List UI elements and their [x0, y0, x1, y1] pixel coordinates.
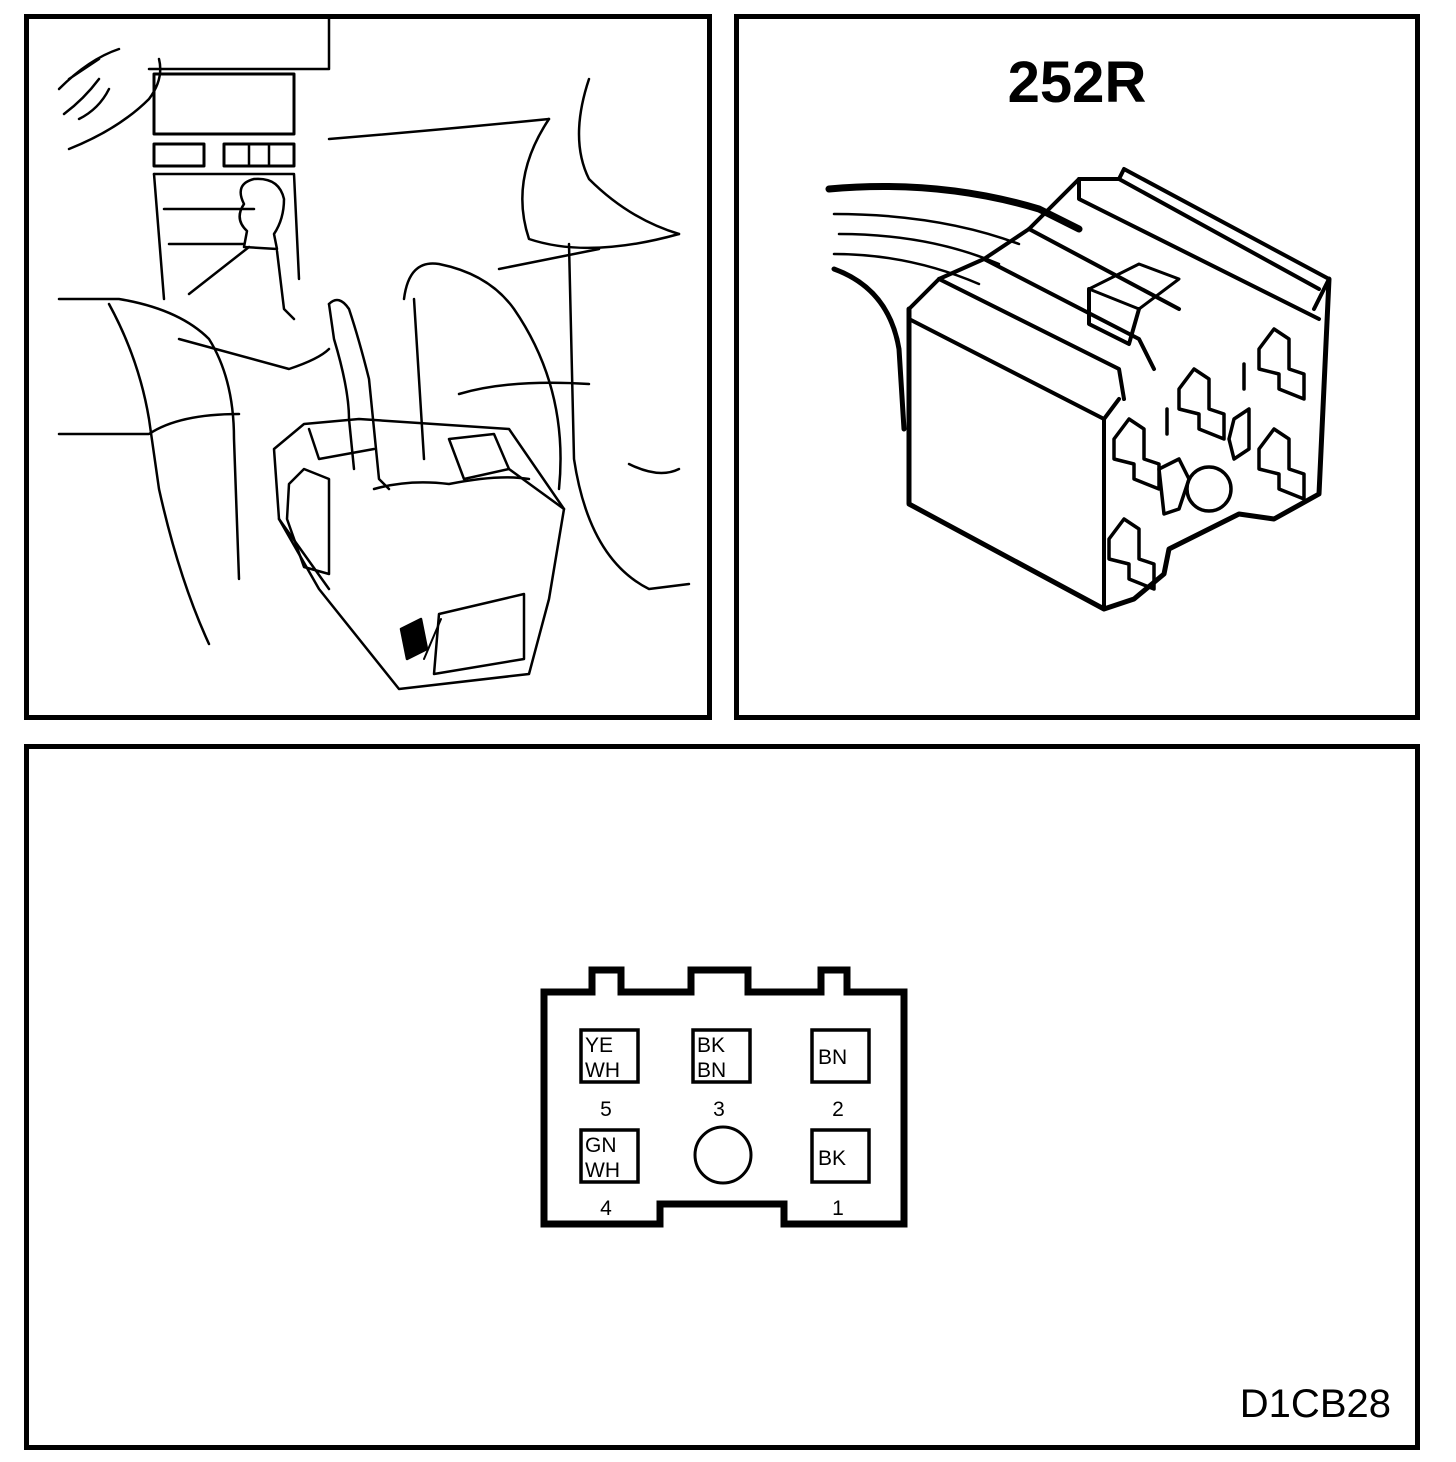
connector-pinout-diagram-icon: YE WH 5 BK BN 3 BN 2 GN WH 4 BK [540, 966, 908, 1228]
svg-text:5: 5 [600, 1098, 612, 1121]
svg-text:BN: BN [697, 1059, 726, 1082]
svg-text:WH: WH [585, 1059, 620, 1082]
svg-text:GN: GN [585, 1134, 617, 1157]
location-panel [24, 14, 712, 720]
svg-text:4: 4 [600, 1197, 612, 1220]
polarization-key [693, 1125, 753, 1185]
figure-code-label: D1CB28 [1239, 1382, 1391, 1426]
connector-3d-illustration-icon [825, 167, 1332, 612]
pin-5: YE WH 5 [579, 1028, 640, 1121]
pin-4: GN WH 4 [579, 1128, 640, 1220]
connector-id-label: 252R [1007, 50, 1147, 115]
connector-panel: 252R [734, 14, 1420, 720]
pinout-panel: YE WH 5 BK BN 3 BN 2 GN WH 4 BK [24, 744, 1420, 1450]
svg-text:BK: BK [818, 1147, 846, 1170]
svg-text:1: 1 [832, 1197, 844, 1220]
svg-text:2: 2 [832, 1098, 844, 1121]
pin-1: BK 1 [810, 1128, 871, 1220]
svg-text:BK: BK [697, 1034, 725, 1057]
svg-text:BN: BN [818, 1046, 847, 1069]
connector-outline [540, 966, 908, 1228]
svg-text:YE: YE [585, 1034, 613, 1057]
pin-2: BN 2 [810, 1028, 871, 1121]
svg-text:WH: WH [585, 1159, 620, 1182]
vehicle-interior-sketch-icon [57, 19, 691, 691]
pin-3: BK BN 3 [691, 1028, 752, 1121]
svg-text:3: 3 [713, 1098, 725, 1121]
